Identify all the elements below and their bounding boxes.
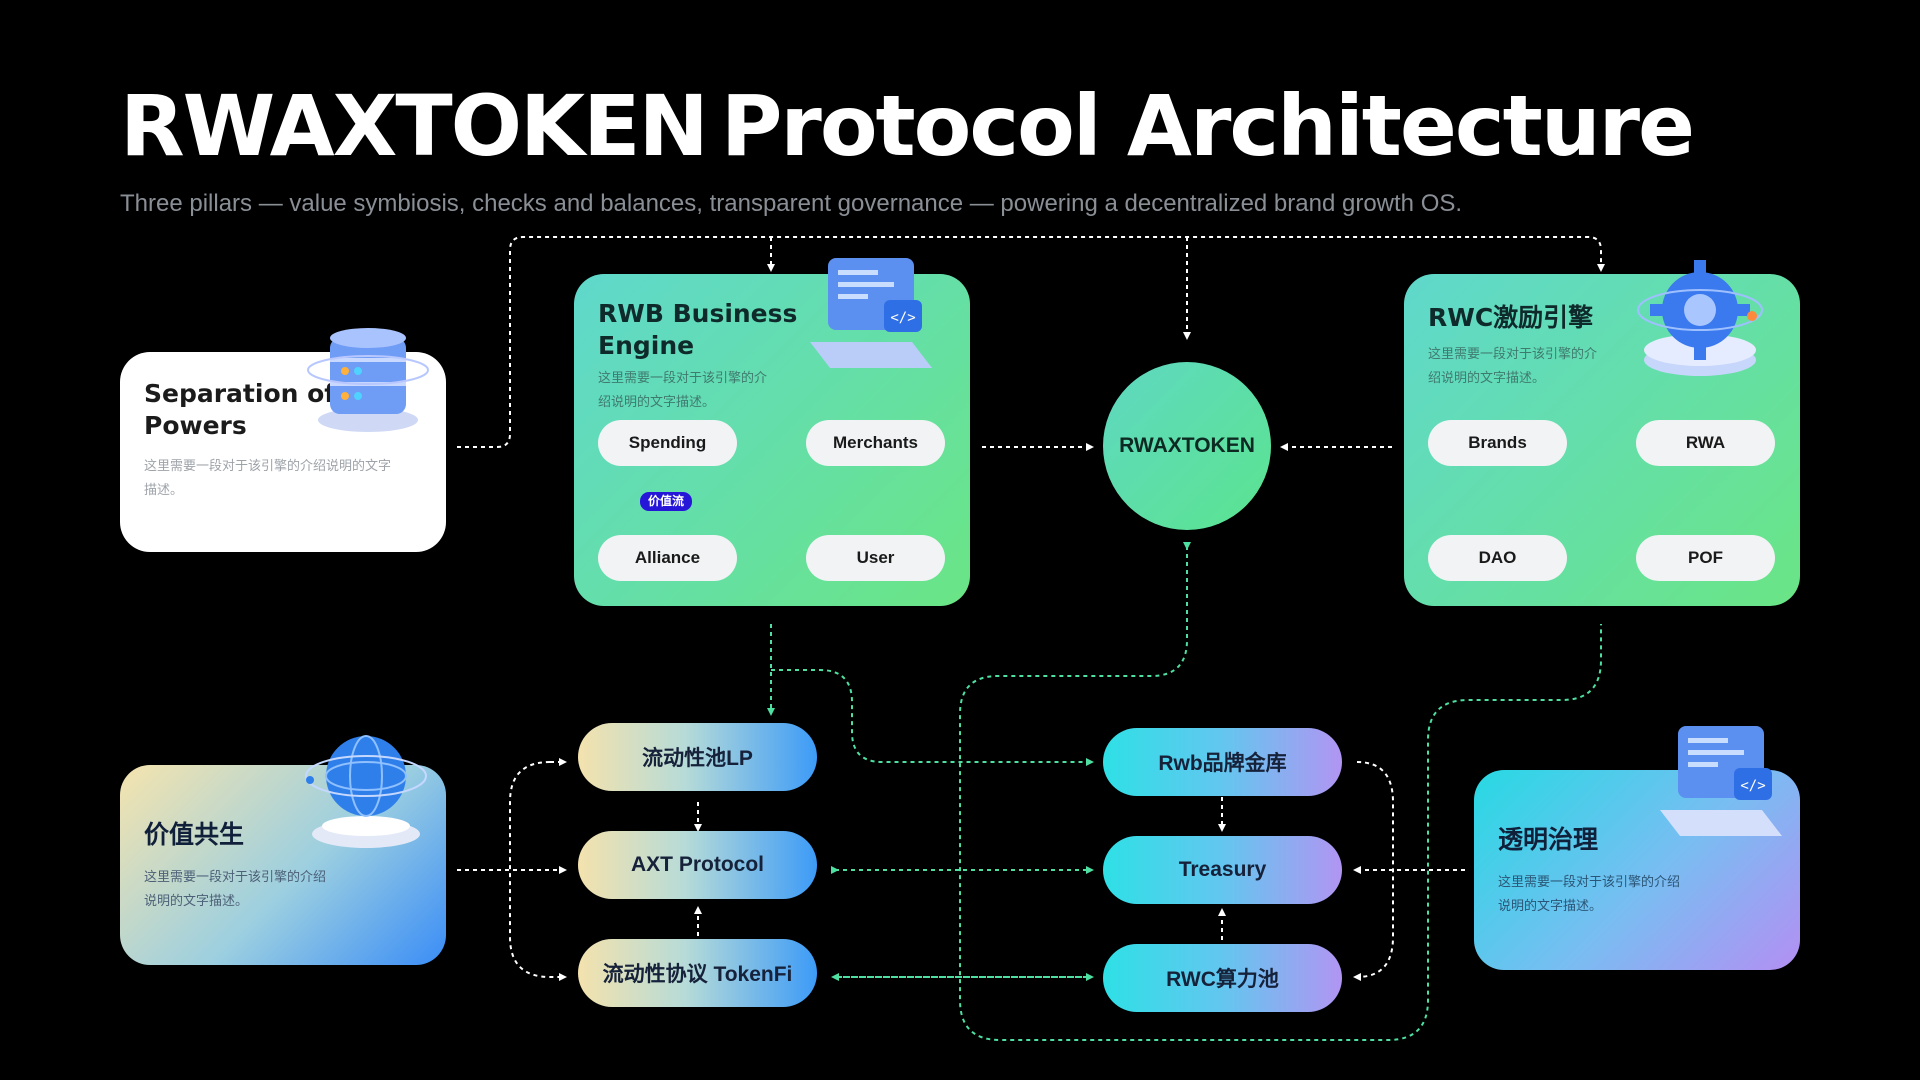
- rwc-compute-pool[interactable]: RWC算力池: [1103, 944, 1342, 1012]
- liquidity-pool-lp[interactable]: 流动性池LP: [578, 723, 817, 791]
- liquidity-protocol-tokenfi[interactable]: 流动性协议 TokenFi: [578, 939, 817, 1007]
- node-merchants[interactable]: Merchants: [806, 420, 945, 466]
- svg-text:</>: </>: [890, 310, 915, 326]
- value-title: 价值共生: [144, 820, 245, 849]
- transparent-governance-card[interactable]: 透明治理 这里需要一段对于该引擎的介绍说明的文字描述。: [1474, 770, 1800, 970]
- rwb-brand-vault[interactable]: Rwb品牌金库: [1103, 728, 1342, 796]
- code-laptop-icon: </>: [810, 258, 932, 368]
- separation-desc: 这里需要一段对于该引擎的介绍说明的文字描述。: [144, 458, 392, 497]
- globe-icon: [305, 735, 427, 848]
- value-desc: 这里需要一段对于该引擎的介绍说明的文字描述。: [144, 869, 327, 908]
- node-pof[interactable]: POF: [1636, 535, 1775, 581]
- rwb-desc: 这里需要一段对于该引擎的介绍说明的文字描述。: [598, 370, 768, 409]
- axt-protocol[interactable]: AXT Protocol: [578, 831, 817, 899]
- code-laptop-icon: </>: [1660, 726, 1782, 836]
- gear-icon: [1637, 260, 1763, 376]
- transparent-desc: 这里需要一段对于该引擎的介绍说明的文字描述。: [1498, 874, 1681, 913]
- node-spending[interactable]: Spending: [598, 420, 737, 466]
- treasury[interactable]: Treasury: [1103, 836, 1342, 904]
- node-brands[interactable]: Brands: [1428, 420, 1567, 466]
- node-alliance[interactable]: Alliance: [598, 535, 737, 581]
- node-rwa[interactable]: RWA: [1636, 420, 1775, 466]
- value-flow-badge: 价值流: [640, 492, 693, 511]
- page-subtitle: Three pillars — value symbiosis, checks …: [120, 190, 1463, 217]
- rwaxtoken-hub[interactable]: RWAXTOKEN: [1103, 362, 1271, 530]
- hub-label: RWAXTOKEN: [1119, 434, 1255, 457]
- title-rest: Protocol Architecture: [720, 77, 1695, 175]
- rwc-title: RWC激励引擎: [1428, 303, 1594, 332]
- node-dao[interactable]: DAO: [1428, 535, 1567, 581]
- title-brand: RWAXTOKEN: [120, 77, 709, 175]
- node-user[interactable]: User: [806, 535, 945, 581]
- database-icon: [307, 328, 429, 432]
- transparent-title: 透明治理: [1498, 825, 1599, 854]
- svg-text:</>: </>: [1740, 778, 1765, 794]
- rwc-desc: 这里需要一段对于该引擎的介绍说明的文字描述。: [1428, 346, 1598, 385]
